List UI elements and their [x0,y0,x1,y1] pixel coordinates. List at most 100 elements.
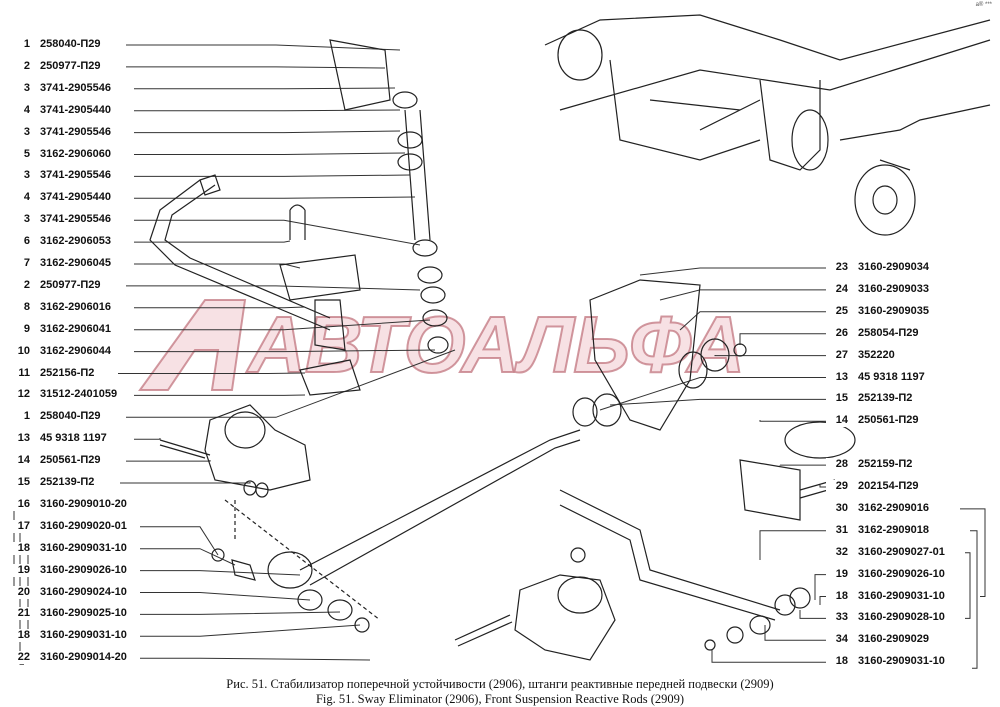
part-number: 15 [17,476,30,488]
part-code: 3741-2905546 [40,125,111,138]
part-code: 3160-2909031-10 [40,629,127,642]
right-label: 19 3160-2909026-10 [826,567,945,581]
part-drawings [149,14,991,661]
part-code: 3160-2909026-10 [858,567,945,580]
part-number: 25 [835,304,848,317]
part-code: 258040-П29 [40,410,101,423]
part-number: 28 [835,458,848,471]
part-number: 19 [835,567,848,580]
part-code: 3160-2909010-20 [40,497,127,510]
part-code: 252139-П2 [40,476,95,488]
part-number: 21 [17,607,30,620]
part-code: 3162-2909018 [858,523,929,536]
part-code: 3160-2909034 [858,261,929,273]
part-number: 2 [23,59,30,72]
part-code: 3160-2909027-01 [858,545,945,558]
part-code: 3160-2909033 [858,282,929,295]
part-code: 3160-2909031-10 [858,655,945,668]
left-label: 18 3160-2909031-10 [6,629,127,643]
corner-mark: a® *** [975,2,992,8]
right-label: 13 45 9318 1197 [826,370,925,384]
part-number: 18 [17,629,30,642]
part-number: 19 [17,563,30,576]
part-code: 3160-2909029 [858,633,929,646]
reactive-rod-drawing [299,429,581,586]
watermark-logo: АВТОАЛЬФА [247,299,746,390]
part-number: 30 [835,501,848,514]
part-code: 252156-П2 [40,366,95,379]
part-number: 2 [23,278,30,291]
left-label: 4 3741-2905440 [6,191,111,205]
part-number: 3 [23,213,30,226]
part-code: 3741-2905440 [40,191,111,204]
part-code: 3160-2909020-01 [40,519,127,532]
part-code: 45 9318 1197 [858,370,925,383]
caption-russian: Рис. 51. Стабилизатор поперечной устойчи… [226,677,774,691]
part-code: 250561-П29 [40,454,101,467]
part-code: 45 9318 1197 [40,432,107,445]
part-code: 250977-П29 [40,278,101,291]
part-code: 202154-П29 [858,480,919,492]
part-number: 12 [17,388,30,401]
part-number: 9 [23,322,30,335]
part-code: 3741-2905546 [40,213,111,226]
part-number: 3 [23,169,30,182]
part-number: 27 [835,348,848,361]
left-label: 9 3162-2906041 [6,322,111,336]
right-label: 18 3160-2909031-10 [826,589,945,603]
left-label: 2 250977-П29 [6,278,101,292]
leader-lines [13,44,986,669]
part-number: 13 [17,432,30,445]
stabilizer-bar-drawing [149,179,331,331]
part-number: 11 [18,366,30,379]
part-code: 3160-2909026-10 [40,563,127,576]
part-code: 3162-2909016 [858,501,929,514]
part-code: 3162-2906041 [40,322,111,335]
part-number: 34 [835,633,848,646]
part-code: 3160-2909031-10 [858,589,945,602]
part-number: 3 [23,125,30,138]
part-number: 3 [23,81,30,94]
left-label: 13 45 9318 1197 [6,432,107,446]
part-number: 4 [23,103,30,116]
part-number: 24 [835,282,848,295]
right-label: 23 3160-2909034 [826,261,929,274]
part-number: 23 [835,261,848,273]
part-number: 4 [23,191,30,204]
part-number: 18 [17,541,30,554]
stabilizer-link-drawing [404,109,431,241]
part-code: 3160-2909028-10 [858,611,945,624]
part-number: 13 [835,370,848,383]
caption-english: Fig. 51. Sway Eliminator (2906), Front S… [315,692,685,706]
part-code: 258054-П29 [858,326,919,339]
part-code: 3741-2905546 [40,81,111,94]
right-label: 24 3160-2909033 [826,282,929,296]
lower-knuckle-drawing [514,574,616,661]
part-number: 26 [835,326,848,339]
part-number: 14 [17,454,30,467]
part-number: 15 [835,392,848,405]
left-label: 3 3741-2905546 [6,213,111,227]
part-number: 18 [835,589,848,602]
left-label: 14 250561-П29 [6,454,101,468]
part-code: 3162-2906053 [40,235,111,248]
part-code: 3162-2906045 [40,257,111,269]
left-label: 3 3741-2905546 [6,125,111,139]
